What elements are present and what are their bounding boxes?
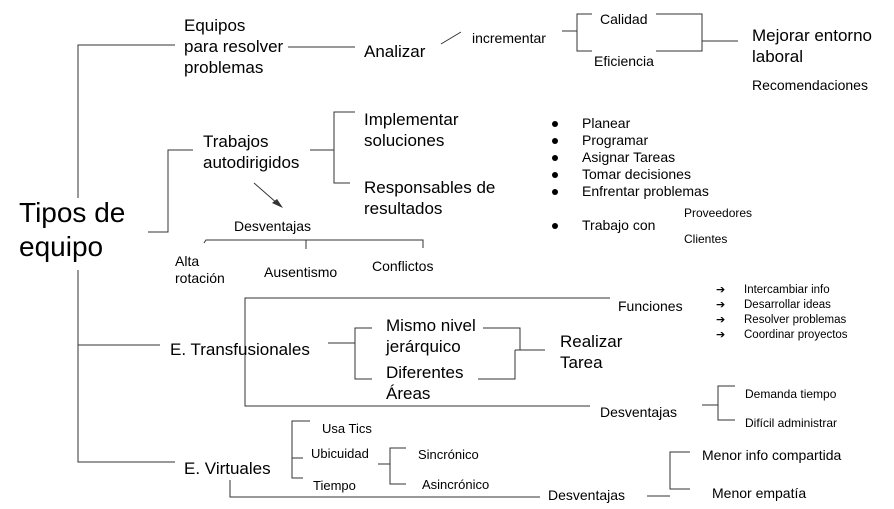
node-diferentes-areas: Diferentes Áreas: [386, 362, 463, 404]
responsables-line-2: resultados: [364, 199, 443, 218]
node-dificil-administrar: Difícil administrar: [745, 416, 838, 430]
funciones-item: ➔ Resolver problemas: [716, 314, 846, 328]
funciones-item: ➔ Desarrollar ideas: [716, 299, 831, 313]
mejorar-line-2: laboral: [752, 47, 804, 66]
funciones-item-label: Desarrollar ideas: [744, 299, 831, 311]
list-item-trabajo-con: Trabajo con: [582, 217, 656, 233]
node-tiempo: Tiempo: [313, 478, 356, 493]
node-calidad: Calidad: [600, 11, 648, 27]
root-title-line-1: Tipos de: [19, 197, 126, 228]
bullet-icon: [552, 189, 558, 195]
node-demanda-tiempo: Demanda tiempo: [745, 387, 837, 401]
node-menor-info: Menor info compartida: [702, 447, 842, 463]
list-item-asignar: Asignar Tareas: [582, 149, 676, 165]
equipos-problemas-line-2: para resolver: [184, 37, 284, 56]
funciones-item: ➔ Coordinar proyectos: [716, 329, 848, 343]
implementar-line-2: soluciones: [364, 131, 445, 150]
node-clientes: Clientes: [684, 232, 728, 246]
node-conflictos: Conflictos: [372, 258, 434, 274]
node-responsables-resultados: Responsables de resultados: [364, 177, 495, 219]
arrow-right-icon: ➔: [716, 329, 726, 341]
node-incrementar: incrementar: [472, 30, 546, 46]
bullet-icon: [552, 121, 558, 127]
node-analizar: Analizar: [364, 42, 426, 61]
bullet-icon: [552, 155, 558, 161]
autodirigidos-line-2: autodirigidos: [203, 153, 300, 172]
alta-rotacion-line-2: rotación: [175, 269, 225, 286]
node-equipos-problemas: Equipos para resolver problemas: [184, 15, 283, 78]
node-recomendaciones: Recomendaciones: [752, 77, 868, 93]
node-funciones: Funciones: [618, 298, 683, 314]
node-desventajas-transfusionales: Desventajas: [600, 404, 678, 420]
list-item-programar: Programar: [582, 132, 649, 148]
node-mismo-nivel: Mismo nivel jerárquico: [386, 315, 476, 357]
arrow-right-icon: ➔: [716, 299, 726, 311]
node-e-transfusionales: E. Transfusionales: [170, 340, 310, 359]
diferentes-line-1: Diferentes: [386, 363, 464, 382]
node-usa-tics: Usa Tics: [322, 421, 372, 436]
realizar-line-1: Realizar: [560, 332, 623, 351]
responsables-line-1: Responsables de: [364, 178, 496, 197]
arrow-right-icon: ➔: [716, 284, 726, 296]
diferentes-line-2: Áreas: [386, 384, 431, 403]
node-ausentismo: Ausentismo: [264, 264, 338, 280]
realizar-line-2: Tarea: [560, 353, 603, 372]
funciones-item-label: Coordinar proyectos: [744, 329, 848, 341]
funciones-item-label: Resolver problemas: [744, 314, 847, 326]
funciones-item: ➔ Intercambiar info: [716, 284, 830, 298]
node-menor-empatia: Menor empatía: [712, 485, 807, 501]
list-item-tomar: Tomar decisiones: [582, 166, 691, 182]
equipos-problemas-line-1: Equipos: [184, 16, 246, 35]
mejorar-line-1: Mejorar entorno: [752, 26, 873, 45]
bullet-icon: [552, 138, 558, 144]
node-asincronico: Asincrónico: [422, 477, 490, 492]
root-title-line-2: equipo: [19, 230, 104, 262]
node-desventajas-virtuales: Desventajas: [548, 487, 626, 503]
node-eficiencia: Eficiencia: [594, 53, 654, 69]
mismo-nivel-line-2: jerárquico: [386, 337, 461, 356]
equipos-problemas-line-3: problemas: [184, 58, 264, 77]
node-trabajos-autodirigidos: Trabajos autodirigidos: [203, 131, 299, 173]
node-mejorar-entorno: Mejorar entorno laboral: [752, 25, 872, 67]
root-title: Tipos de equipo: [19, 196, 125, 263]
node-e-virtuales: E. Virtuales: [184, 459, 271, 478]
mismo-nivel-line-1: Mismo nivel: [386, 316, 476, 335]
funciones-item-label: Intercambiar info: [744, 284, 830, 296]
implementar-line-1: Implementar: [364, 110, 459, 129]
alta-rotacion-line-1: Alta: [175, 253, 200, 269]
node-desventajas-autodirigidos: Desventajas: [234, 218, 312, 234]
bullet-icon: [552, 172, 558, 178]
node-proveedores: Proveedores: [684, 206, 753, 220]
node-realizar-tarea: Realizar Tarea: [560, 331, 622, 373]
list-item-planear: Planear: [582, 115, 631, 131]
node-alta-rotacion: Alta rotación: [175, 253, 225, 286]
arrow-right-icon: ➔: [716, 314, 726, 326]
list-item-enfrentar: Enfrentar problemas: [582, 183, 709, 199]
node-implementar-soluciones: Implementar soluciones: [364, 109, 458, 151]
autodirigidos-line-1: Trabajos: [203, 132, 269, 151]
node-sincronico: Sincrónico: [418, 447, 479, 462]
bullet-icon: [552, 223, 558, 229]
node-ubicuidad: Ubicuidad: [311, 446, 369, 461]
